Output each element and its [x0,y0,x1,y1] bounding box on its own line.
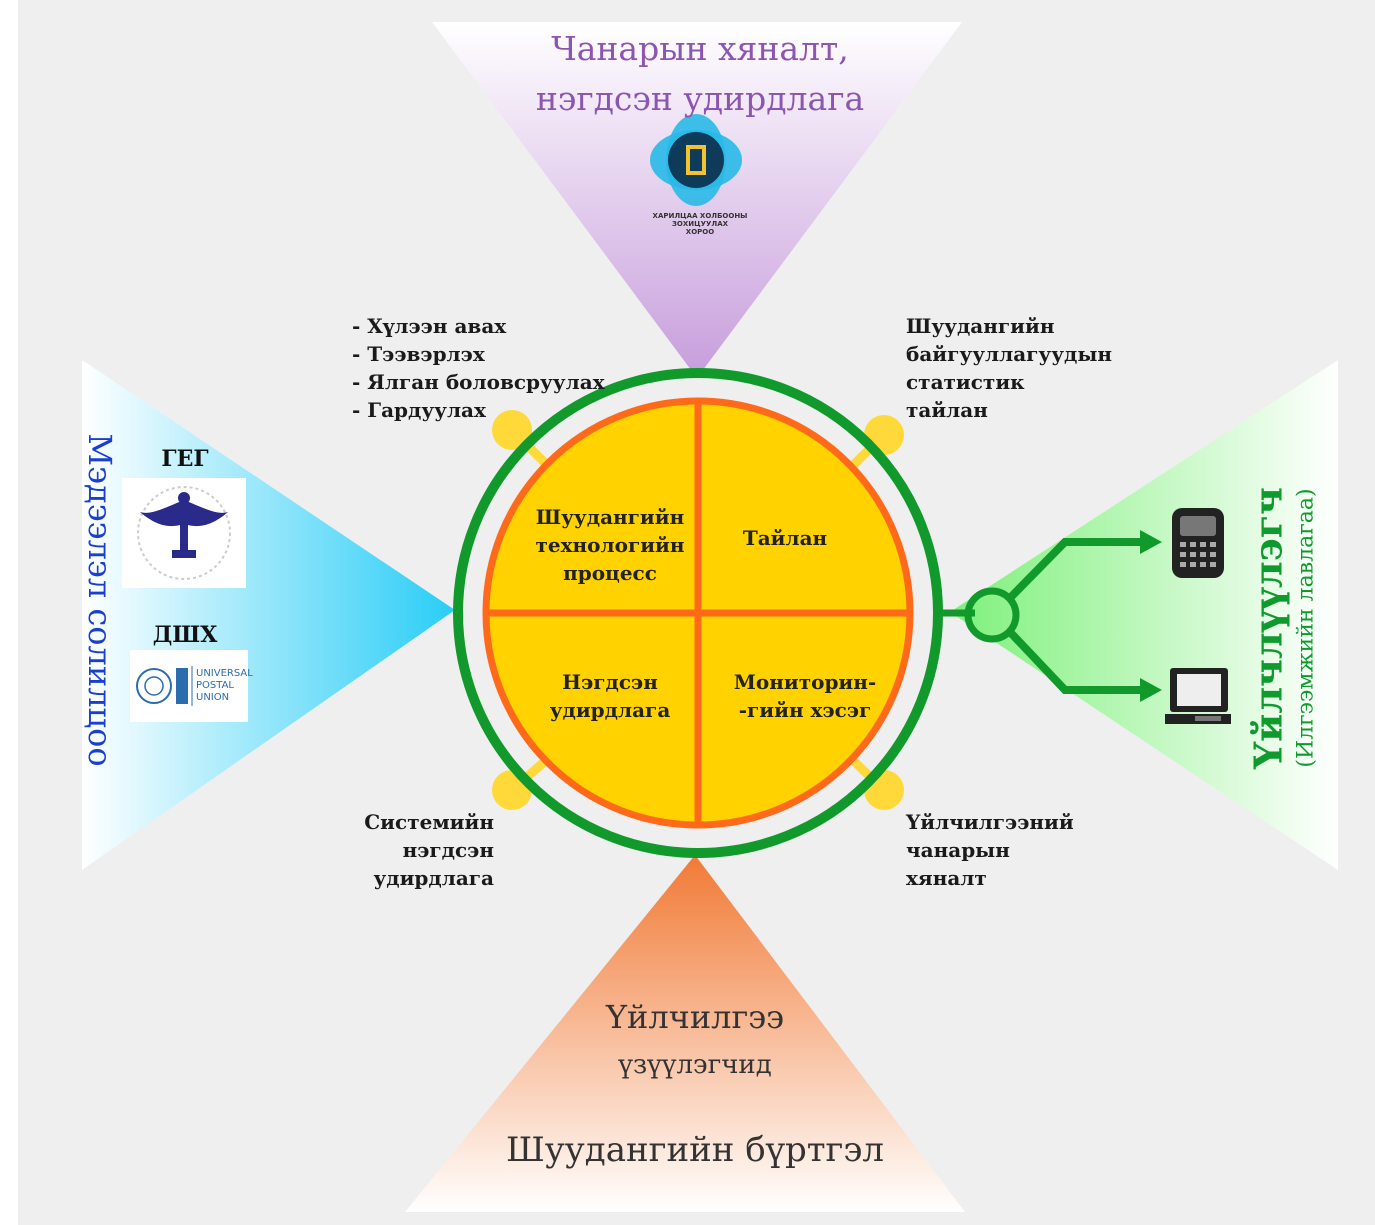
org-label-postal: ДШХ [152,622,218,648]
right-triangle [950,360,1338,870]
quadrant-bottom-left: Нэгдсэн удирдлага [549,670,671,722]
bottom-line3: Шуудангийн бүртгэл [506,1130,884,1170]
customs-emblem-icon [122,478,246,588]
quadrant-top-right: Тайлан [742,526,828,550]
bottom-line1: Үйлчилгээ [605,998,785,1036]
quadrant-top-left: Шуудангийн технологийн процесс [535,505,685,585]
annotation-bottom-right: Үйлчилгээний чанарын хяналт [906,810,1074,890]
top-title-line1: Чанарын хяналт, [551,29,849,68]
org-label-customs: ГЕГ [161,446,209,472]
central-circle [453,368,943,858]
bottom-line2: үзүүлэгчид [618,1050,772,1080]
computer-icon [1165,668,1231,724]
client-connector [938,530,1162,702]
phone-icon [1172,508,1224,578]
top-title-line2: нэгдсэн удирдлага [535,79,865,118]
crc-emblem-icon [650,114,742,206]
bottom-triangle [405,855,965,1212]
right-vertical-label: Үйлчлүүлэгч [1245,487,1291,769]
annotation-top-left: - Хүлээн авах - Тээвэрлэх - Ялган боловс… [352,314,605,422]
top-title: Чанарын хяналт, нэгдсэн удирдлага [470,24,930,124]
upu-logo-text: UNIVERSAL POSTAL UNION [196,668,253,703]
annotation-top-right: Шуудангийн байгууллагуудын статистик тай… [906,314,1113,422]
quadrant-bottom-right: Мониторин- -гийн хэсэг [733,670,877,722]
crc-logo-caption: ХАРИЛЦАА ХОЛБООНЫ ЗОХИЦУУЛАХ ХОРОО [652,212,748,236]
upu-emblem-icon [130,650,248,722]
left-vertical-label: Мэдээлэл солилцоо [81,433,119,767]
right-vertical-sublabel: (Илгээмжийн лавлагаа) [1293,488,1319,768]
annotation-bottom-left: Системийн нэгдсэн удирдлага [364,810,494,890]
